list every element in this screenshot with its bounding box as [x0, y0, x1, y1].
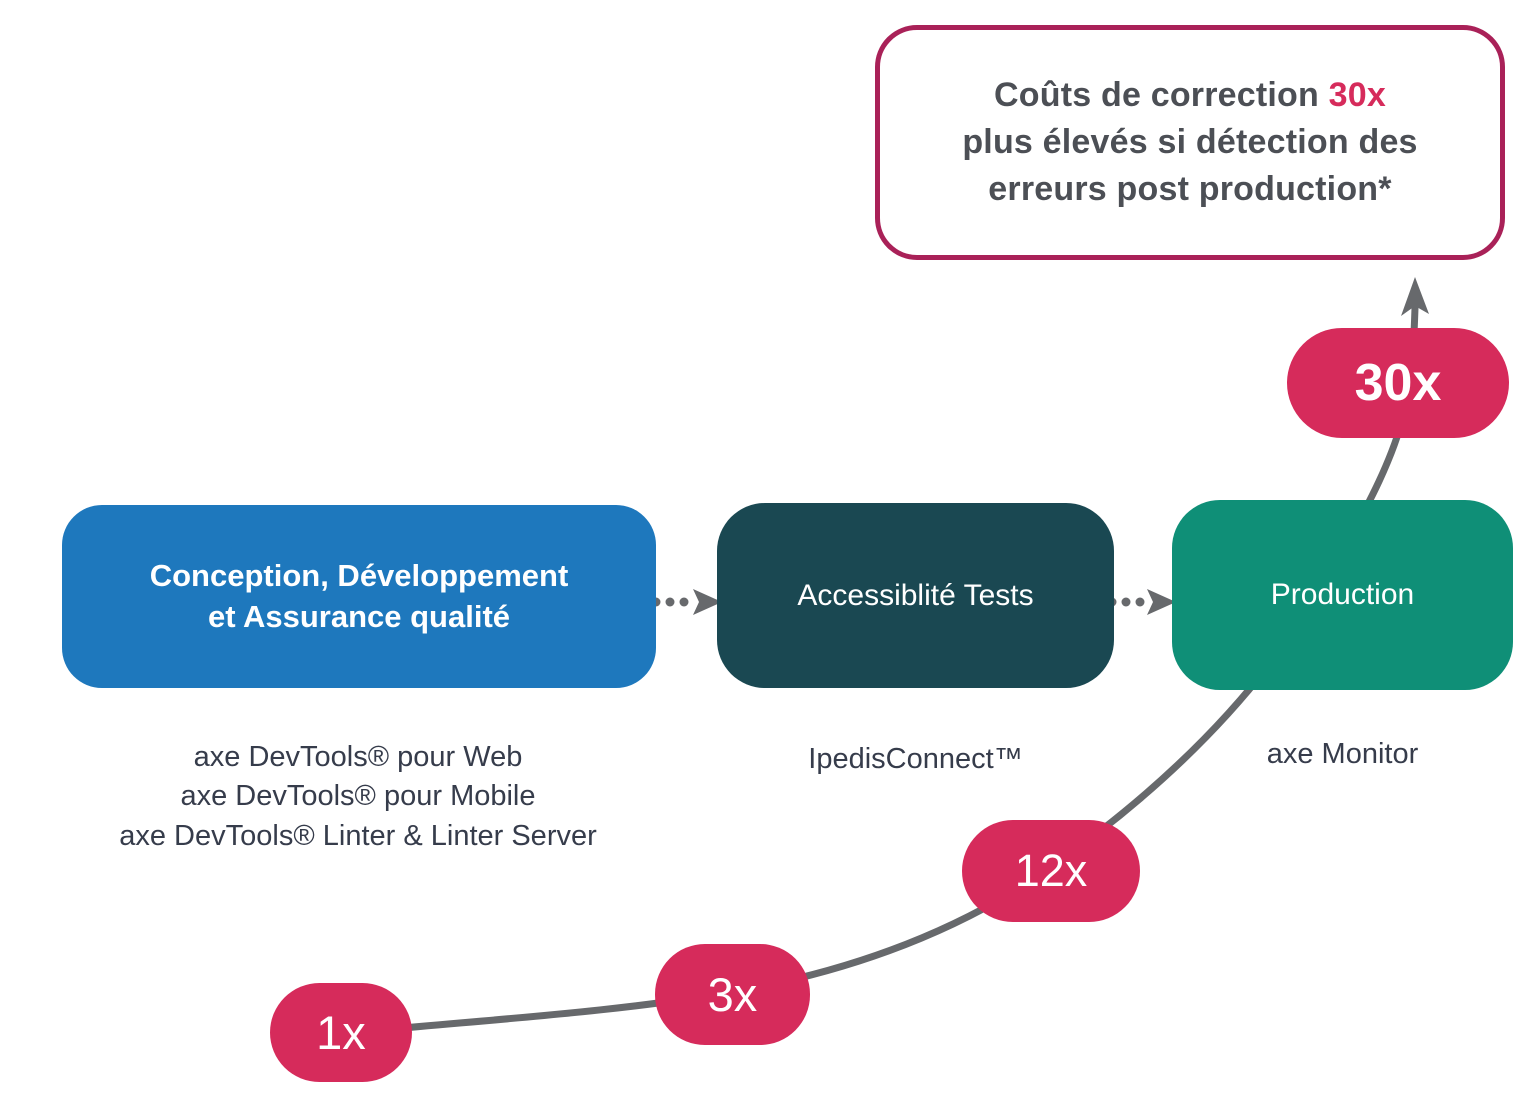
up-arrow-icon: [1401, 277, 1429, 316]
stage-box-production: Production: [1172, 500, 1513, 690]
tool-axe-devtools-web: axe DevTools® pour Web: [193, 741, 523, 773]
multiplier-pill-3x: 3x: [655, 944, 810, 1045]
dot-icon: [1121, 597, 1131, 607]
multiplier-pill-12x: 12x: [962, 820, 1140, 922]
tool-axe-monitor: axe Monitor: [1266, 738, 1419, 770]
tools-list-accessibility-tests: IpedisConnect™: [717, 740, 1114, 779]
stage-box-conception: Conception, Développement et Assurance q…: [62, 505, 656, 688]
stage-conception-line2: et Assurance qualité: [207, 598, 511, 634]
tools-list-production: axe Monitor: [1172, 735, 1513, 774]
stage-conception-line1: Conception, Développement: [149, 557, 569, 593]
stage-box-accessibility-tests: Accessiblité Tests: [717, 503, 1114, 688]
multiplier-pill-30x-label: 30x: [1354, 354, 1442, 412]
dot-icon: [679, 597, 689, 607]
multiplier-pill-1x: 1x: [270, 983, 412, 1082]
dot-icon: [1135, 597, 1145, 607]
arrowhead-right-icon: [693, 589, 722, 615]
callout-line3: erreurs post production*: [988, 169, 1392, 208]
callout-highlight-30x: 30x: [1328, 76, 1386, 115]
callout-line2: plus élevés si détection des: [962, 123, 1418, 162]
dot-icon: [665, 597, 675, 607]
stage-production-label: Production: [1270, 578, 1415, 611]
callout-line1-prefix: Coûts de correction: [994, 76, 1329, 115]
tools-list-conception: axe DevTools® pour Web axe DevTools® pou…: [0, 738, 716, 856]
flow-arrow-right-1: [651, 589, 722, 615]
arrowhead-right-icon: [1147, 589, 1176, 615]
tool-ipedisconnect: IpedisConnect™: [808, 743, 1023, 775]
cost-callout-box: Coûts de correction 30x plus élevés si d…: [875, 25, 1505, 260]
tool-axe-devtools-linter: axe DevTools® Linter & Linter Server: [119, 819, 597, 852]
stage-accessibility-tests-label: Accessiblité Tests: [797, 578, 1034, 612]
multiplier-pill-3x-label: 3x: [707, 968, 758, 1021]
flow-arrow-right-2: [1107, 589, 1176, 615]
multiplier-pill-1x-label: 1x: [316, 1006, 366, 1059]
multiplier-pill-12x-label: 12x: [1014, 845, 1088, 896]
cost-callout-text: Coûts de correction 30x plus élevés si d…: [962, 72, 1417, 213]
multiplier-pill-30x: 30x: [1287, 328, 1509, 438]
tool-axe-devtools-mobile: axe DevTools® pour Mobile: [180, 780, 536, 813]
stage-box-conception-label: Conception, Développement et Assurance q…: [150, 556, 569, 638]
